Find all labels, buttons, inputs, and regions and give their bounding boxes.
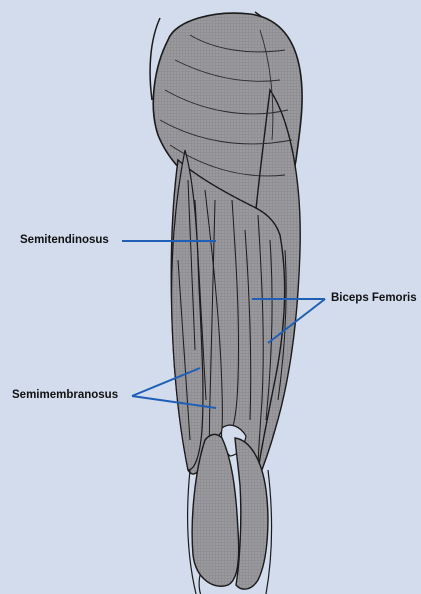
label-semitendinosus: Semitendinosus [20, 233, 109, 247]
label-biceps-femoris: Biceps Femoris [331, 291, 417, 305]
label-semimembranosus: Semimembranosus [12, 388, 118, 402]
